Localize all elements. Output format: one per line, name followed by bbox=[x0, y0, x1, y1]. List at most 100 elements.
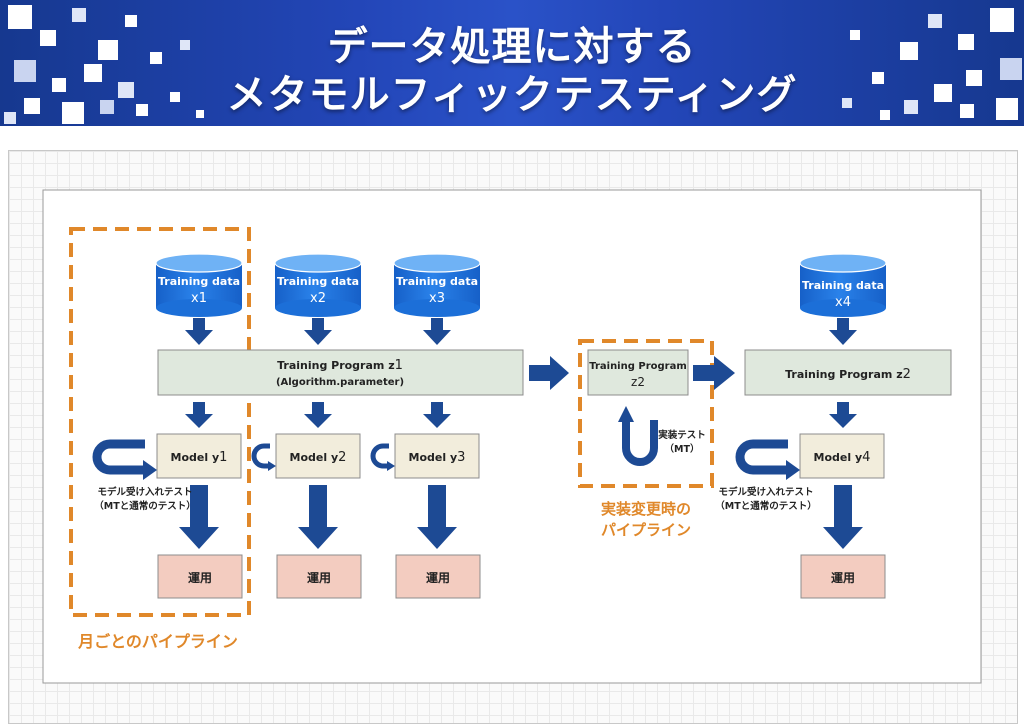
impl-change-pipeline-label-2: パイプライン bbox=[601, 521, 691, 539]
arrow-down-icon bbox=[423, 318, 451, 345]
loop-arrows bbox=[92, 420, 788, 475]
ops-label: 運用 bbox=[426, 571, 450, 585]
training-program-z2-right: Training Program z2 bbox=[744, 349, 952, 396]
u-turn-arrow-icon bbox=[622, 420, 658, 466]
header-square bbox=[990, 8, 1014, 32]
header-square bbox=[84, 64, 102, 82]
header-square bbox=[118, 82, 134, 98]
program-var: z2 bbox=[631, 375, 645, 389]
ops-box-4: 運用 bbox=[800, 554, 886, 599]
u-turn-arrow-icon bbox=[735, 439, 788, 475]
header-square bbox=[900, 42, 918, 60]
title-line-2: メタモルフィックテスティング bbox=[226, 72, 798, 118]
arrow-down-icon bbox=[304, 318, 332, 345]
model-y1: Model y1 bbox=[156, 433, 242, 479]
header-square bbox=[880, 110, 890, 120]
dataset-label: Training data bbox=[277, 275, 359, 288]
arrow-right-icon bbox=[529, 356, 569, 390]
down-arrows-bottom bbox=[179, 485, 863, 549]
training-data-x3: Training data x3 bbox=[393, 253, 481, 317]
ops-box-1: 運用 bbox=[157, 554, 243, 599]
program-label: Training Program z2 bbox=[785, 367, 911, 382]
model-label: Model y4 bbox=[814, 450, 871, 465]
title-line-1: データ処理に対する bbox=[327, 24, 697, 70]
header-square bbox=[872, 72, 884, 84]
header-square bbox=[196, 110, 204, 118]
header-square bbox=[170, 92, 180, 102]
arrow-down-icon bbox=[417, 485, 457, 549]
u-turn-arrow-icon bbox=[251, 443, 270, 469]
header-square bbox=[928, 14, 942, 28]
dataset-var: x4 bbox=[835, 295, 851, 310]
arrow-down-icon bbox=[823, 485, 863, 549]
arrow-down-icon bbox=[829, 402, 857, 428]
header-square bbox=[958, 34, 974, 50]
right-arrows bbox=[529, 356, 735, 390]
ops-label: 運用 bbox=[188, 571, 212, 585]
training-data-x2: Training data x2 bbox=[274, 253, 362, 317]
arrow-down-icon bbox=[298, 485, 338, 549]
impl-test-label: 実装テスト bbox=[658, 429, 706, 441]
program-param: (Algorithm.parameter) bbox=[276, 377, 404, 388]
arrow-down-icon bbox=[179, 485, 219, 549]
header-square bbox=[904, 100, 918, 114]
dataset-label: Training data bbox=[802, 279, 884, 292]
header-square bbox=[960, 104, 974, 118]
header-square bbox=[72, 8, 86, 22]
header-square bbox=[98, 40, 118, 60]
header-square bbox=[996, 98, 1018, 120]
header-banner: データ処理に対する メタモルフィックテスティング bbox=[0, 0, 1024, 126]
acceptance-test-note-4: （MTと通常のテスト） bbox=[715, 500, 816, 512]
down-arrows-top bbox=[185, 318, 857, 345]
header-square bbox=[52, 78, 66, 92]
header-square bbox=[4, 112, 16, 124]
header-square bbox=[24, 98, 40, 114]
ops-box-3: 運用 bbox=[395, 554, 481, 599]
model-y4: Model y4 bbox=[799, 433, 885, 479]
header-square bbox=[150, 52, 162, 64]
acceptance-test-label-1: モデル受け入れテスト bbox=[97, 486, 192, 498]
model-y2: Model y2 bbox=[275, 433, 361, 479]
arrow-down-icon bbox=[185, 318, 213, 345]
ops-box-2: 運用 bbox=[276, 554, 362, 599]
header-square bbox=[842, 98, 852, 108]
model-label: Model y2 bbox=[290, 450, 347, 465]
down-arrows-mid bbox=[185, 402, 857, 428]
monthly-pipeline-label: 月ごとのパイプライン bbox=[77, 632, 238, 651]
program-label: Training Program z1 bbox=[277, 358, 403, 373]
arrow-down-icon bbox=[304, 402, 332, 428]
header-square bbox=[180, 40, 190, 50]
header-square bbox=[125, 15, 137, 27]
training-data-x1: Training data x1 bbox=[155, 253, 243, 317]
training-data-x4: Training data x4 bbox=[799, 253, 887, 317]
acceptance-test-label-4: モデル受け入れテスト bbox=[718, 486, 813, 498]
impl-test-note: （MT） bbox=[665, 443, 700, 455]
training-program-z1: Training Program z1 (Algorithm.parameter… bbox=[157, 349, 524, 396]
header-square bbox=[1000, 58, 1022, 80]
arrow-down-icon bbox=[185, 402, 213, 428]
dataset-label: Training data bbox=[158, 275, 240, 288]
impl-change-pipeline-frame bbox=[578, 339, 714, 488]
loop-arrow-heads bbox=[143, 406, 800, 480]
u-turn-arrow-icon bbox=[92, 439, 145, 475]
dataset-var: x3 bbox=[429, 291, 445, 306]
header-square bbox=[62, 102, 84, 124]
u-turn-arrow-icon bbox=[370, 443, 389, 469]
header-square bbox=[100, 100, 114, 114]
dataset-label: Training data bbox=[396, 275, 478, 288]
header-square bbox=[850, 30, 860, 40]
dataset-var: x1 bbox=[191, 291, 207, 306]
program-label: Training Program bbox=[589, 361, 687, 372]
header-square bbox=[934, 84, 952, 102]
arrow-down-icon bbox=[423, 402, 451, 428]
acceptance-test-note-1: （MTと通常のテスト） bbox=[94, 500, 195, 512]
arrow-right-icon bbox=[693, 356, 735, 390]
model-label: Model y1 bbox=[171, 450, 228, 465]
monthly-pipeline-frame bbox=[69, 227, 251, 617]
training-program-z2-mid: Training Program z2 bbox=[587, 349, 689, 396]
model-label: Model y3 bbox=[409, 450, 466, 465]
header-square bbox=[8, 5, 32, 29]
header-square bbox=[14, 60, 36, 82]
arrow-down-icon bbox=[829, 318, 857, 345]
